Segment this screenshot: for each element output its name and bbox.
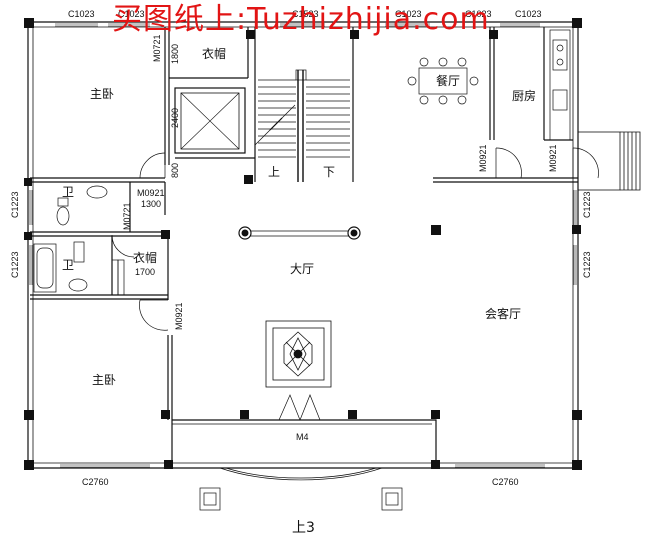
door-swings <box>111 147 599 481</box>
room-labels: 主卧 衣帽 餐厅 厨房 卫 卫 衣帽 大厅 会客厅 主卧 上 下 <box>62 46 536 387</box>
watermark-text: 买图纸上:Tuzhizhijia.com <box>112 2 490 37</box>
room-label-wardrobe-top: 衣帽 <box>202 46 226 61</box>
window-label-left-c1223-a: C1223 <box>10 191 20 218</box>
room-label-bath-2: 卫 <box>62 258 74 272</box>
dim-label-2400: 2400 <box>170 108 180 128</box>
door-label-m0721-bath: M0721 <box>122 202 132 230</box>
side-steps <box>577 131 641 191</box>
door-label-m0921-dining: M0921 <box>478 144 488 172</box>
room-label-hall: 大厅 <box>290 262 314 276</box>
annotation-labels: C1023 C1023 C1523 C1023 C1023 C1023 C122… <box>10 9 592 487</box>
window-label-c2760-left: C2760 <box>82 477 109 487</box>
window-label-left-c1223-b: C1223 <box>10 251 20 278</box>
room-label-bath-1: 卫 <box>62 185 74 199</box>
dim-label-800: 800 <box>170 163 180 178</box>
stair-up-label: 上 <box>268 165 280 179</box>
entrance-step-label: 上3 <box>292 520 315 536</box>
room-label-master-bedroom-bottom: 主卧 <box>92 373 116 387</box>
door-label-m4: M4 <box>296 432 309 442</box>
window-label-c1023-c: C1023 <box>395 9 422 19</box>
window-label-c2760-right: C2760 <box>492 477 519 487</box>
window-label-right-c1223-b: C1223 <box>582 251 592 278</box>
windows-lines <box>29 23 577 468</box>
window-label-c1023-a: C1023 <box>68 9 95 19</box>
walls <box>27 21 579 469</box>
window-label-right-c1223-a: C1223 <box>582 191 592 218</box>
dim-label-1300: 1300 <box>141 199 161 209</box>
door-label-m0921-kitchen: M0921 <box>548 144 558 172</box>
room-label-living: 会客厅 <box>485 306 521 321</box>
window-label-c1523: C1523 <box>292 9 319 19</box>
room-label-kitchen: 厨房 <box>512 88 536 103</box>
room-label-master-bedroom-top: 主卧 <box>90 87 114 101</box>
fixtures <box>33 29 571 511</box>
door-label-m0721-top: M0721 <box>152 34 162 62</box>
room-label-wardrobe-2: 衣帽 <box>133 250 157 265</box>
window-label-c1023-e: C1023 <box>515 9 542 19</box>
window-label-c1023-b: C1023 <box>118 9 145 19</box>
columns <box>24 18 582 470</box>
hall-pillars <box>238 226 361 240</box>
floor-medallion <box>265 320 332 388</box>
dim-label-1800: 1800 <box>170 44 180 64</box>
dim-label-1700: 1700 <box>135 267 155 277</box>
stair-down-label: 下 <box>323 165 335 179</box>
door-label-m0921-bed: M0921 <box>174 302 184 330</box>
staircase <box>254 69 350 182</box>
window-label-c1023-d: C1023 <box>465 9 492 19</box>
door-label-m0921-bath: M0921 <box>137 188 165 198</box>
room-label-dining: 餐厅 <box>436 73 460 88</box>
